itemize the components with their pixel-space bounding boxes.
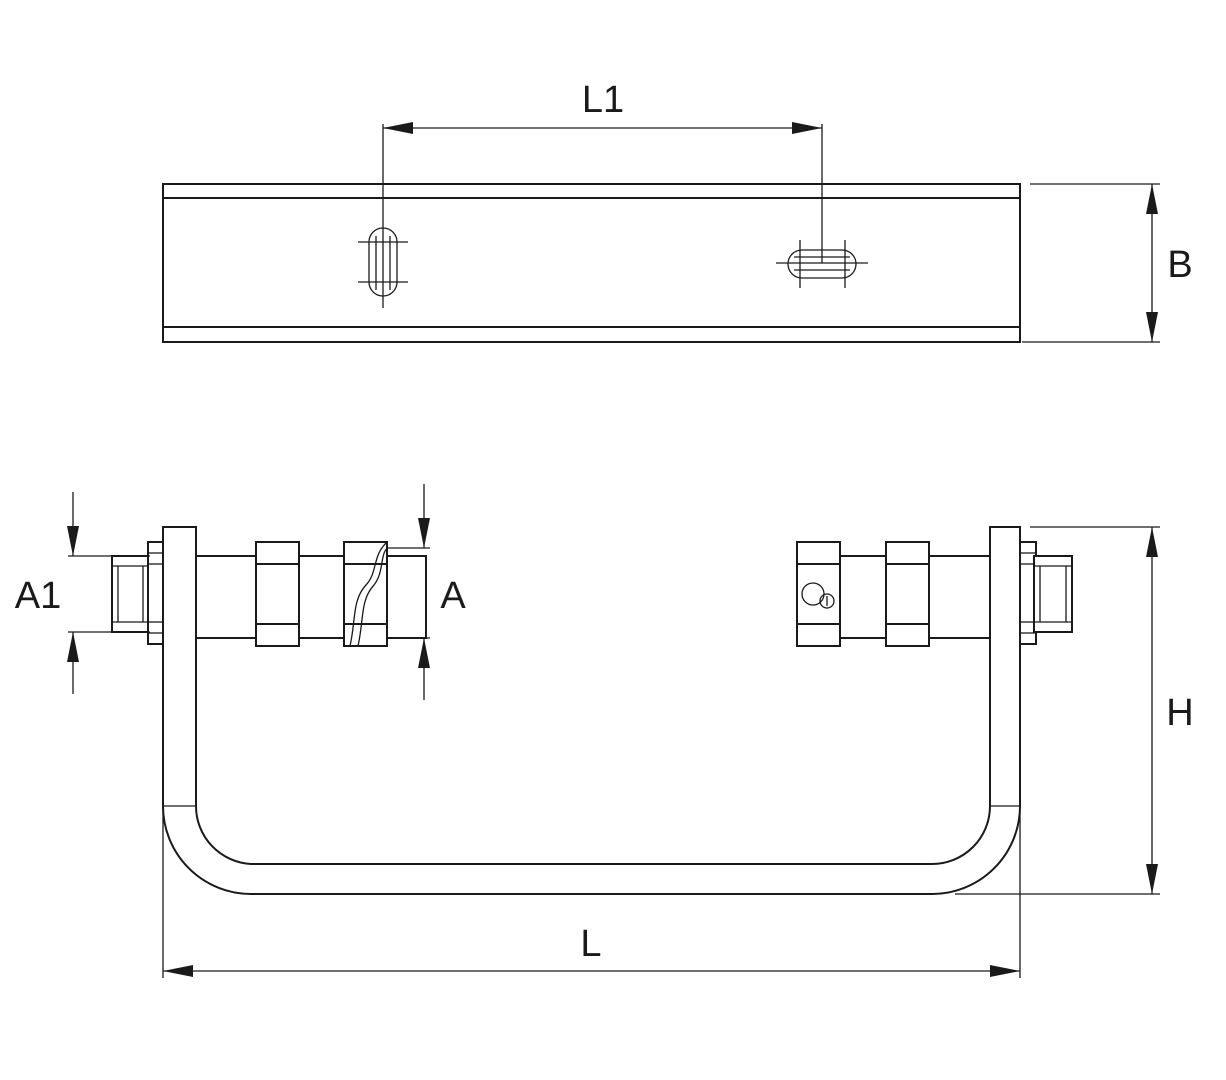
left-hex-nut-1 [255,541,300,647]
right-hex-nut-1 [796,541,841,647]
right-slot [776,240,868,288]
label-A1: A1 [15,575,61,617]
dimension-A1: A1 [15,492,150,694]
right-threaded-stud [1033,555,1073,633]
left-hex-nut-2-section [343,541,388,647]
dimension-L: L [162,806,1021,978]
label-L1: L1 [582,79,624,121]
left-shaft [195,555,427,639]
left-threaded-stud [111,555,151,633]
dimension-A: A [387,484,466,700]
dimension-B: B [1022,183,1193,343]
dimension-H: H [955,526,1194,895]
front-view: A1 A H L [15,484,1194,978]
label-B: B [1167,244,1192,286]
label-H: H [1166,692,1193,734]
right-lock-nut [1019,541,1037,645]
top-view: L1 B [162,79,1193,343]
left-lock-nut [147,541,165,645]
dimension-L1: L1 [382,79,823,308]
right-hex-nut-2 [885,541,930,647]
label-A: A [440,575,466,617]
label-L: L [580,923,601,965]
top-view-bar [162,183,1021,343]
